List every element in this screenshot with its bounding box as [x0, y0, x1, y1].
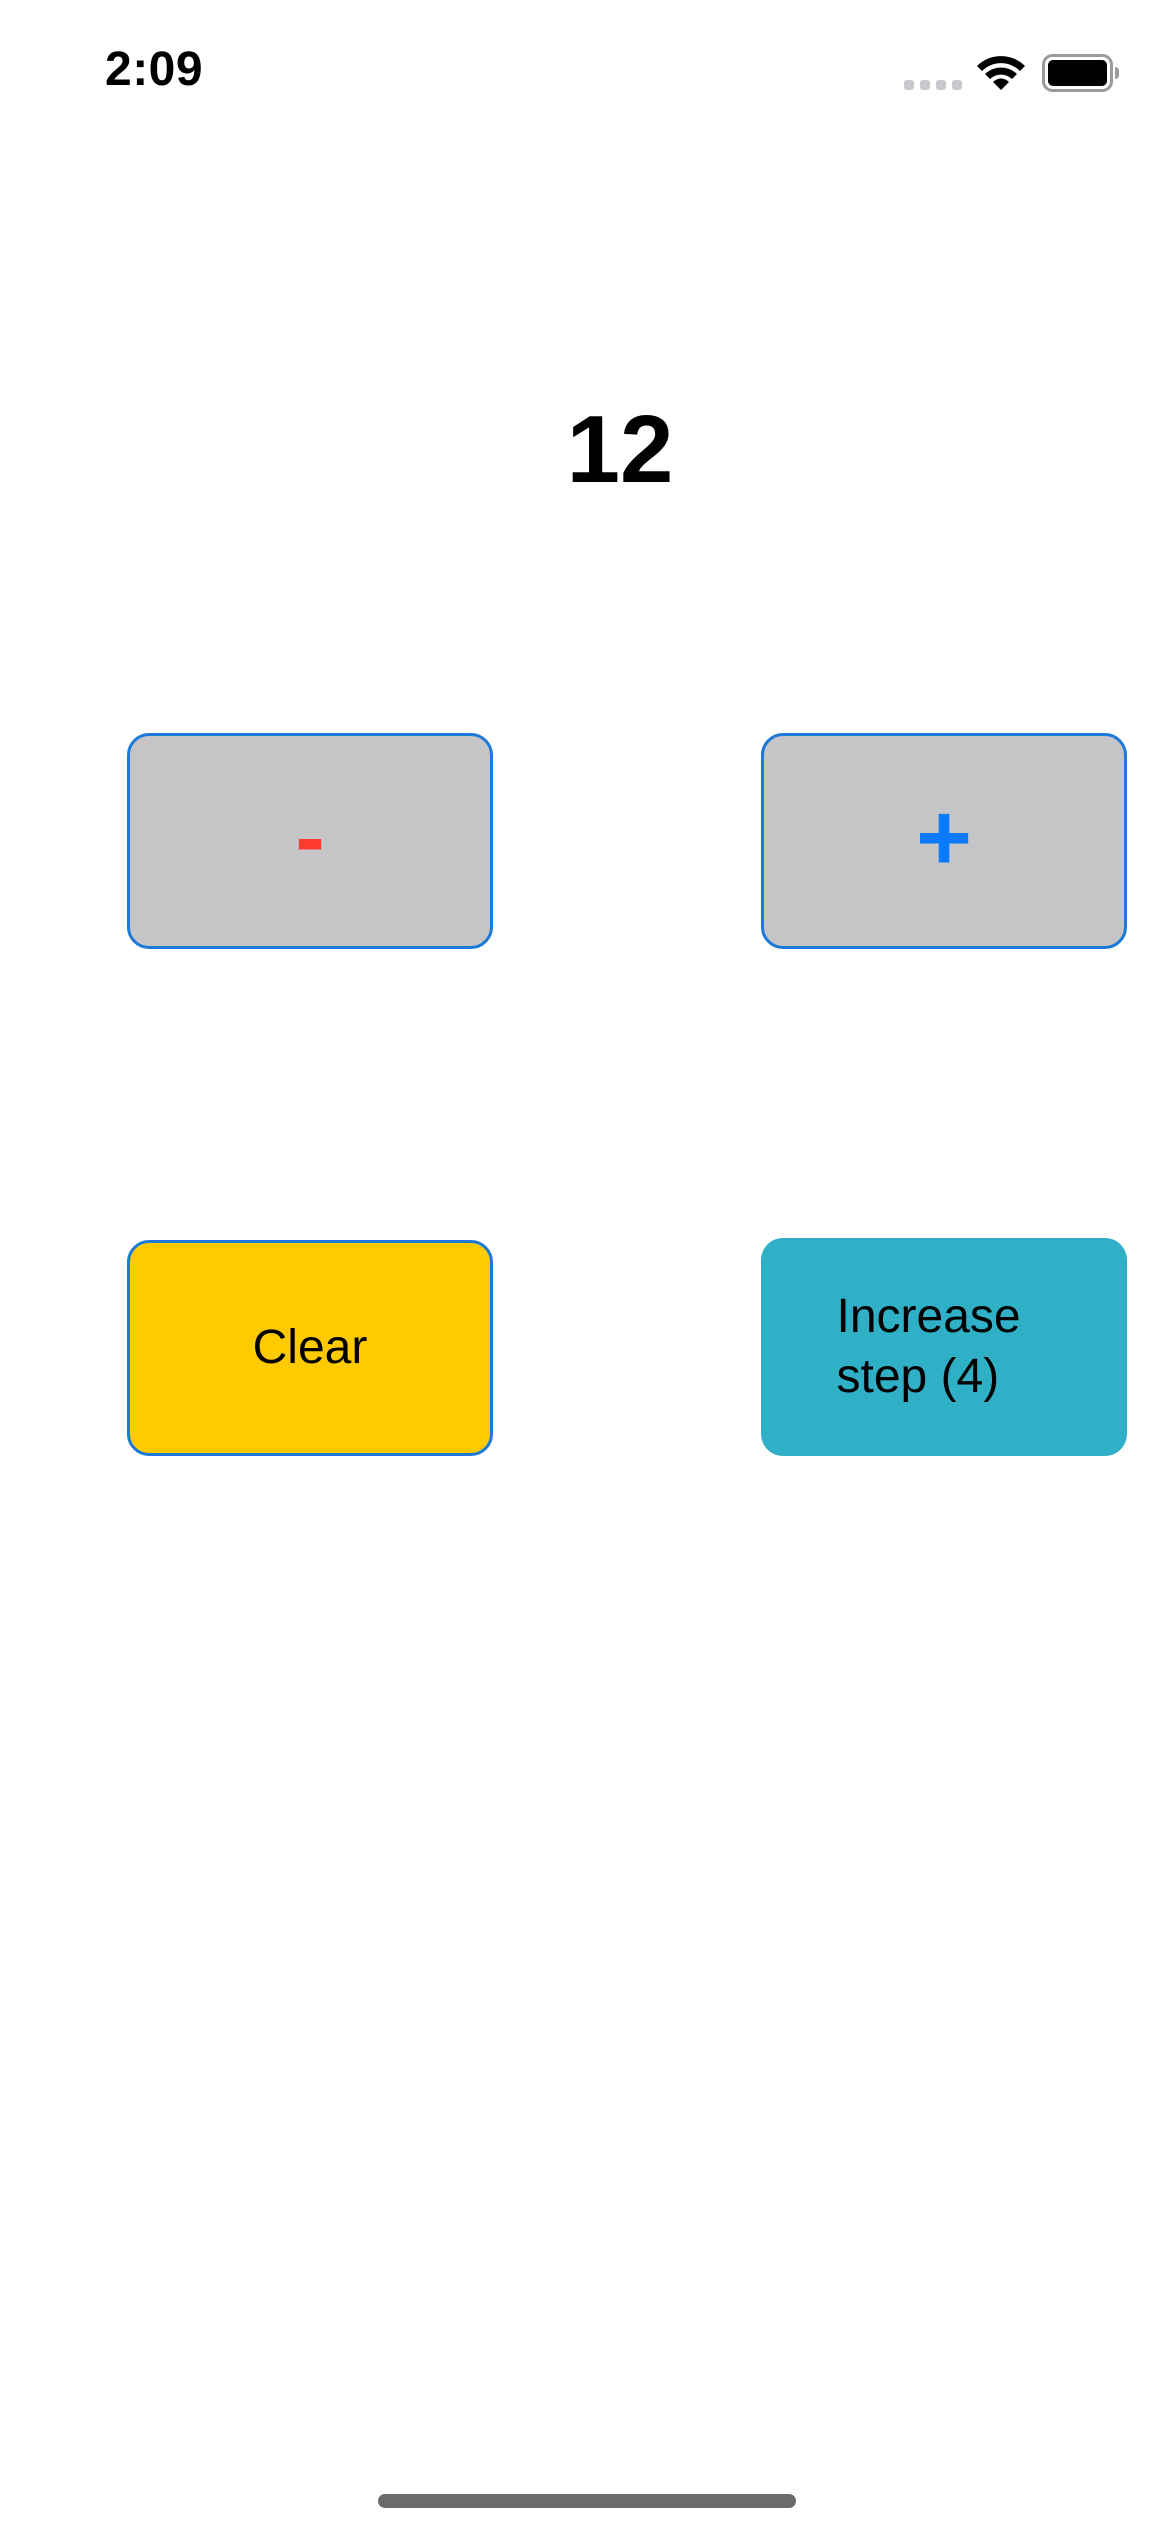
decrement-button[interactable]: -	[127, 733, 493, 949]
status-bar: 2:09	[0, 0, 1170, 150]
counter-value: 12	[566, 396, 674, 503]
increase-step-button[interactable]: Increase step (4)	[761, 1238, 1127, 1456]
cellular-signal-icon	[904, 80, 962, 90]
status-time: 2:09	[105, 43, 204, 96]
clear-button[interactable]: Clear	[127, 1240, 493, 1456]
clear-button-label: Clear	[252, 1321, 368, 1374]
plus-icon: +	[915, 784, 973, 891]
increment-button[interactable]: +	[761, 733, 1127, 949]
minus-icon: -	[295, 787, 325, 886]
home-indicator[interactable]	[378, 2494, 796, 2508]
wifi-icon	[977, 56, 1025, 90]
increase-step-button-label: Increase step (4)	[836, 1290, 1021, 1403]
battery-icon	[1042, 54, 1119, 92]
